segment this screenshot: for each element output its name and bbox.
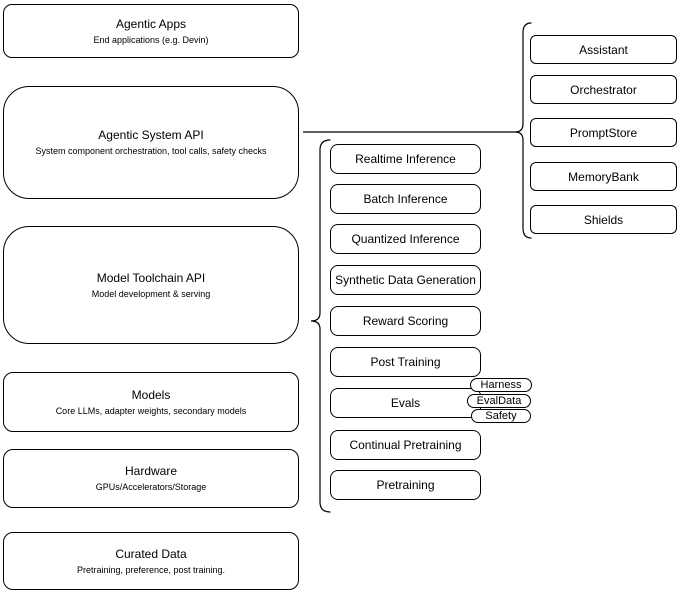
system-components-brace bbox=[514, 22, 532, 239]
node-subtitle: Pretraining, preference, post training. bbox=[76, 564, 226, 575]
node-title: Hardware bbox=[124, 464, 178, 478]
node-model-toolchain-api: Model Toolchain API Model development & … bbox=[3, 226, 299, 344]
node-post-training: Post Training bbox=[330, 347, 481, 377]
node-evals: Evals bbox=[330, 388, 481, 418]
node-label: Reward Scoring bbox=[362, 314, 449, 328]
node-promptstore: PromptStore bbox=[530, 118, 677, 147]
node-label: Assistant bbox=[579, 42, 628, 57]
node-subtitle: End applications (e.g. Devin) bbox=[93, 34, 209, 45]
node-shields: Shields bbox=[530, 205, 677, 234]
node-title: Models bbox=[131, 387, 171, 402]
node-synthetic-data-generation: Synthetic Data Generation bbox=[330, 265, 481, 295]
node-label: Shields bbox=[583, 212, 624, 227]
node-label: Orchestrator bbox=[570, 82, 637, 97]
node-reward-scoring: Reward Scoring bbox=[330, 306, 481, 336]
toolchain-brace bbox=[310, 139, 331, 513]
node-continual-pretraining: Continual Pretraining bbox=[330, 430, 481, 460]
badge-harness: Harness bbox=[470, 378, 532, 392]
node-label: Realtime Inference bbox=[355, 152, 456, 166]
node-subtitle: Core LLMs, adapter weights, secondary mo… bbox=[55, 405, 247, 416]
node-label: MemoryBank bbox=[568, 169, 639, 184]
node-memorybank: MemoryBank bbox=[530, 162, 677, 191]
node-curated-data: Curated Data Pretraining, preference, po… bbox=[3, 532, 299, 590]
node-subtitle: System component orchestration, tool cal… bbox=[35, 146, 267, 156]
node-models: Models Core LLMs, adapter weights, secon… bbox=[3, 372, 299, 432]
node-title: Curated Data bbox=[115, 546, 187, 561]
node-quantized-inference: Quantized Inference bbox=[330, 224, 481, 254]
node-subtitle: GPUs/Accelerators/Storage bbox=[95, 482, 207, 492]
node-label: Continual Pretraining bbox=[349, 438, 462, 452]
node-hardware: Hardware GPUs/Accelerators/Storage bbox=[3, 449, 299, 508]
node-label: Evals bbox=[390, 396, 421, 410]
node-label: Quantized Inference bbox=[351, 232, 460, 246]
node-label: Synthetic Data Generation bbox=[335, 273, 476, 287]
node-title: Agentic System API bbox=[98, 128, 204, 142]
node-title: Model Toolchain API bbox=[96, 270, 206, 285]
node-realtime-inference: Realtime Inference bbox=[330, 144, 481, 174]
node-label: Batch Inference bbox=[363, 192, 448, 206]
node-title: Agentic Apps bbox=[115, 16, 187, 31]
node-assistant: Assistant bbox=[530, 35, 677, 64]
node-label: Pretraining bbox=[376, 478, 435, 492]
node-agentic-apps: Agentic Apps End applications (e.g. Devi… bbox=[3, 4, 299, 58]
badge-evaldata: EvalData bbox=[467, 394, 531, 408]
node-batch-inference: Batch Inference bbox=[330, 184, 481, 214]
badge-safety: Safety bbox=[471, 409, 531, 423]
node-orchestrator: Orchestrator bbox=[530, 75, 677, 104]
node-pretraining: Pretraining bbox=[330, 470, 481, 500]
node-label: Post Training bbox=[370, 355, 441, 369]
node-agentic-system-api: Agentic System API System component orch… bbox=[3, 86, 299, 199]
node-subtitle: Model development & serving bbox=[91, 288, 211, 299]
node-label: PromptStore bbox=[569, 125, 638, 140]
